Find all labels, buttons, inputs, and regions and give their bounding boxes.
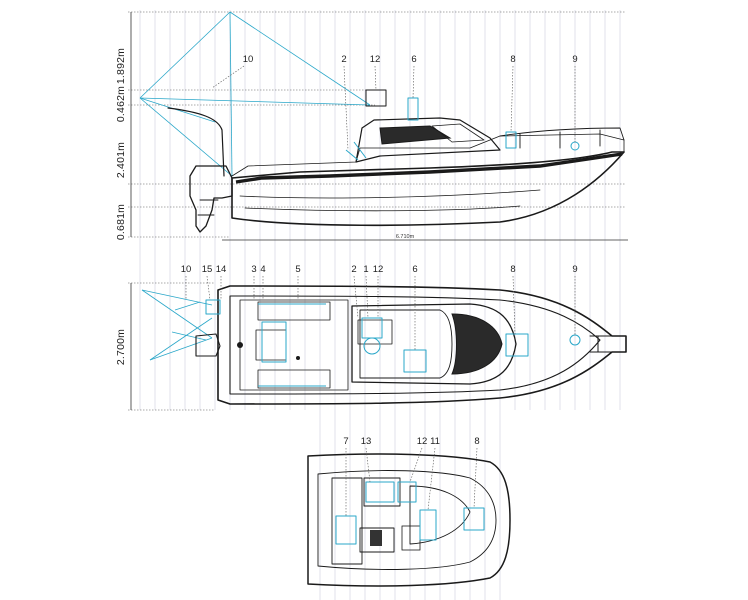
interior-hull bbox=[307, 453, 511, 587]
top-arch-projection bbox=[141, 289, 213, 361]
callout-side-10: 10 bbox=[243, 54, 254, 65]
callout-interior-13: 13 bbox=[361, 436, 372, 447]
callout-top-10: 10 bbox=[181, 264, 192, 275]
beam-label: 2.700m bbox=[115, 329, 127, 365]
callout-interior-11: 11 bbox=[430, 436, 440, 447]
callout-interior-8: 8 bbox=[474, 436, 479, 447]
callout-top-12: 12 bbox=[373, 264, 384, 275]
interior-equipment bbox=[335, 481, 485, 545]
bow-pulpit bbox=[589, 335, 625, 353]
callout-top-15: 15 bbox=[202, 264, 213, 275]
callout-top-5: 5 bbox=[295, 264, 300, 275]
callout-side-9: 9 bbox=[572, 54, 577, 65]
callout-top-3: 3 bbox=[251, 264, 256, 275]
radar-unit bbox=[365, 89, 387, 107]
length-value: 6.710m bbox=[396, 234, 415, 240]
top-view: 2.700m bbox=[115, 264, 627, 411]
callout-top-1: 1 bbox=[363, 264, 368, 275]
height-label-2: 0.462m bbox=[115, 86, 127, 122]
callout-top-14: 14 bbox=[216, 264, 227, 275]
bow-rail bbox=[499, 127, 625, 149]
callout-top-2: 2 bbox=[351, 264, 356, 275]
side-cabin bbox=[355, 89, 501, 163]
top-callouts: 10 15 14 3 4 5 2 1 12 6 8 9 bbox=[181, 264, 578, 350]
top-outboard bbox=[195, 333, 221, 357]
callout-top-6: 6 bbox=[412, 264, 417, 275]
callout-side-6: 6 bbox=[411, 54, 416, 65]
arch-frame bbox=[167, 107, 225, 177]
callout-interior-7: 7 bbox=[343, 436, 348, 447]
side-view: 6.710m 1.892m 0.462m 2.401m 0.681m 10 2 … bbox=[115, 11, 628, 241]
callout-top-8: 8 bbox=[510, 264, 515, 275]
callout-side-8: 8 bbox=[510, 54, 515, 65]
outboard-engine bbox=[189, 165, 233, 233]
callout-side-2: 2 bbox=[341, 54, 346, 65]
top-equipment bbox=[205, 299, 581, 387]
top-cabin bbox=[351, 303, 517, 385]
side-hull bbox=[231, 133, 625, 227]
side-equipment bbox=[345, 97, 580, 161]
side-dimension-lines bbox=[128, 11, 625, 238]
callout-top-9: 9 bbox=[572, 264, 577, 275]
height-label-4: 0.681m bbox=[115, 204, 127, 240]
height-label-3: 2.401m bbox=[115, 142, 127, 178]
callout-side-12: 12 bbox=[370, 54, 381, 65]
arch-rigging bbox=[139, 11, 371, 177]
callout-interior-12: 12 bbox=[417, 436, 428, 447]
callout-top-4: 4 bbox=[260, 264, 265, 275]
beam-dimension: 2.700m bbox=[115, 282, 215, 411]
side-callouts: 10 2 12 6 8 9 bbox=[211, 54, 578, 151]
interior-view: 7 13 12 11 8 bbox=[307, 436, 511, 587]
height-label-1: 1.892m bbox=[115, 48, 127, 84]
interior-callouts: 7 13 12 11 8 bbox=[343, 436, 480, 516]
